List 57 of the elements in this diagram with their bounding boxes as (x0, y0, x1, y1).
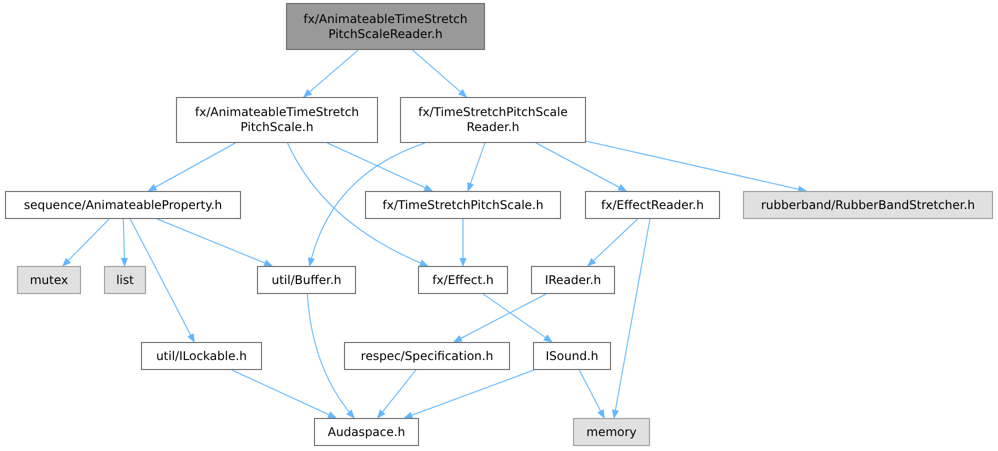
arrow (586, 140, 808, 193)
file-name: list (116, 272, 134, 288)
file-box (418, 266, 508, 294)
arrow (612, 218, 650, 419)
file-name: rubberband/RubberBandStretcher.h (760, 198, 975, 212)
arrow (120, 218, 128, 267)
file-name: util/ILockable.h (156, 348, 247, 364)
file-box (314, 418, 419, 446)
arrow (404, 370, 535, 419)
arrow (156, 218, 274, 266)
file-name: IReader.h (544, 272, 602, 288)
arrow (453, 294, 547, 342)
file-name: fx/EffectReader.h (601, 198, 704, 212)
file-box (141, 342, 262, 370)
file-name: Audaspace.h (328, 424, 406, 440)
arrow (148, 142, 236, 192)
file-name: fx/Effect.h (432, 272, 494, 288)
arrow (326, 142, 434, 192)
arrow (303, 50, 359, 98)
file-name: memory (586, 424, 637, 440)
file-box (365, 191, 561, 219)
arrow (287, 142, 429, 266)
file-name: sequence/AnimateableProperty.h (24, 198, 222, 212)
file-box (531, 266, 615, 294)
file-box (104, 266, 146, 294)
file-box (176, 97, 378, 143)
arrow (231, 370, 337, 418)
file-name: fx/TimeStretchPitchScale.h (382, 198, 544, 212)
file-box (257, 266, 356, 294)
arrow (467, 142, 486, 192)
file-name: mutex (30, 272, 68, 288)
file-box (573, 418, 650, 446)
arrow (587, 218, 638, 267)
file-name: fx/AnimateableTimeStretch PitchScale.h (194, 105, 360, 135)
file-box (585, 191, 720, 219)
file-box (743, 191, 993, 219)
arrow (578, 370, 605, 419)
file-name: fx/TimeStretchPitchScale Reader.h (417, 105, 569, 135)
file-box (400, 97, 586, 143)
arrow (482, 294, 553, 343)
arrow (459, 218, 467, 267)
file-box (5, 191, 241, 219)
file-name: fx/AnimateableTimeStretch PitchScaleReader.h (302, 12, 468, 42)
file-box (286, 3, 485, 50)
file-name: ISound.h (546, 348, 598, 364)
file-box (17, 266, 81, 294)
arrow (536, 142, 628, 192)
arrow (308, 142, 426, 267)
arrow (306, 294, 355, 419)
file-name: util/Buffer.h (272, 272, 342, 288)
arrow (412, 50, 468, 98)
arrow (130, 218, 195, 343)
arrow (377, 370, 416, 419)
file-box (344, 342, 510, 370)
arrow (62, 218, 110, 267)
file-name: respec/Specification.h (360, 348, 494, 364)
file-box (533, 342, 611, 370)
